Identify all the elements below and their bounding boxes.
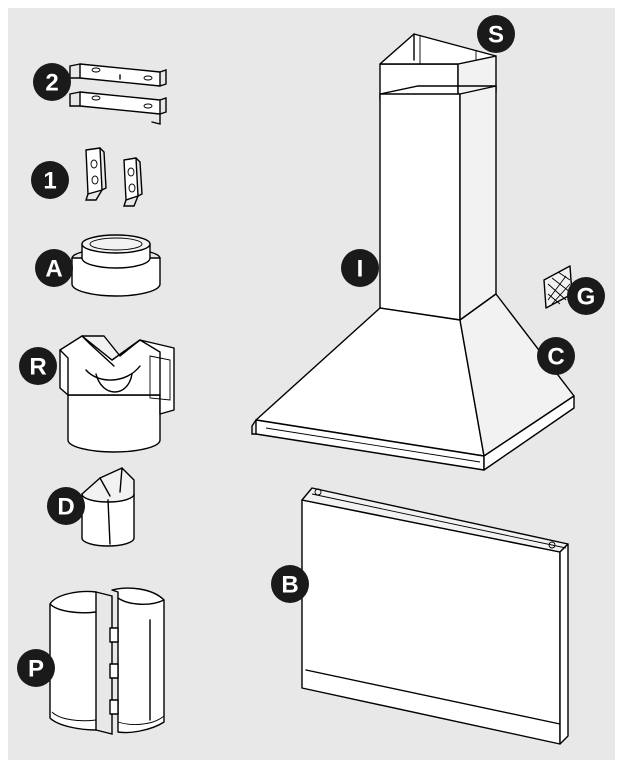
label-a: A <box>35 249 73 287</box>
label-r: R <box>19 347 57 385</box>
label-c-text: C <box>547 344 564 371</box>
label-p: P <box>17 649 55 687</box>
sleeve-shell-right <box>111 587 165 734</box>
label-g-text: G <box>577 284 596 311</box>
label-c: C <box>537 337 575 375</box>
label-p-text: P <box>28 656 44 683</box>
hook-left <box>85 147 107 201</box>
panel-screw-hole-right <box>548 541 556 549</box>
hook-pair <box>85 147 143 207</box>
reducer-fitting <box>59 335 175 453</box>
label-i-text: I <box>357 256 364 283</box>
sleeve-shells <box>49 587 165 735</box>
mounting-bracket-pair <box>69 63 167 125</box>
label-r-text: R <box>29 354 46 381</box>
label-s-text: S <box>488 22 504 49</box>
panel-screw-hole-left <box>314 488 322 496</box>
label-d: D <box>47 487 85 525</box>
sleeve-clip-lower <box>109 699 119 715</box>
adapter-ring <box>71 234 161 297</box>
label-1: 1 <box>31 161 69 199</box>
label-i: I <box>341 249 379 287</box>
damper-flap <box>81 467 135 547</box>
label-2: 2 <box>33 63 71 101</box>
label-g: G <box>567 277 605 315</box>
sleeve-clip-upper <box>109 627 119 643</box>
label-a-text: A <box>45 256 62 283</box>
label-1-text: 1 <box>43 168 56 195</box>
label-2-text: 2 <box>45 70 58 97</box>
hook-right <box>123 157 143 207</box>
label-b: B <box>271 565 309 603</box>
label-d-text: D <box>57 494 74 521</box>
sleeve-shell-left <box>49 590 113 735</box>
chimney-lower-section <box>379 85 497 321</box>
mounting-bracket-upper <box>69 63 167 87</box>
chimney <box>379 33 497 321</box>
back-panel <box>301 487 569 745</box>
label-b-text: B <box>281 572 298 599</box>
canopy-hood <box>251 293 575 471</box>
filter-patch <box>543 265 573 309</box>
sleeve-clip-middle <box>109 663 119 679</box>
mounting-bracket-lower <box>69 91 167 125</box>
label-s: S <box>477 15 515 53</box>
